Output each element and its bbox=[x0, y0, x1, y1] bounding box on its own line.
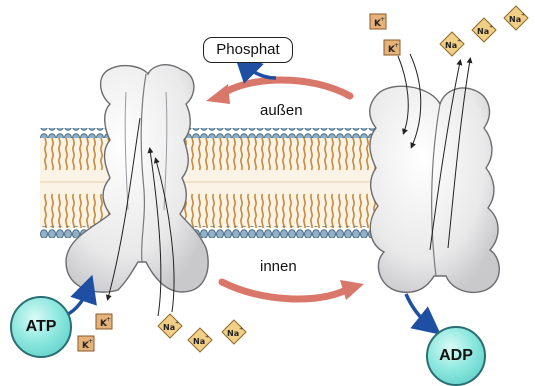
svg-text:+: + bbox=[205, 334, 209, 340]
phosphat-release-arrow bbox=[244, 64, 276, 78]
svg-text:Na: Na bbox=[477, 27, 489, 36]
svg-text:Na: Na bbox=[227, 329, 239, 338]
svg-text:Na: Na bbox=[445, 41, 457, 50]
svg-text:Na: Na bbox=[163, 323, 175, 332]
sodium-ion: Na + bbox=[222, 320, 246, 344]
svg-text:+: + bbox=[489, 24, 493, 30]
adp-molecule: ADP bbox=[426, 326, 486, 386]
inside-label: innen bbox=[260, 258, 297, 275]
flow-arrow-bottom bbox=[222, 280, 364, 300]
svg-text:+: + bbox=[239, 326, 243, 332]
svg-text:Na: Na bbox=[509, 15, 521, 24]
phosphat-label: Phosphat bbox=[203, 37, 293, 63]
sodium-ion: Na + bbox=[440, 32, 464, 56]
flow-arrow-top bbox=[206, 80, 350, 104]
svg-text:+: + bbox=[106, 316, 111, 323]
adp-label: ADP bbox=[439, 347, 473, 364]
pump-to-adp-arrow bbox=[406, 294, 430, 326]
sodium-ion: Na + bbox=[188, 328, 212, 352]
svg-text:Na: Na bbox=[193, 337, 205, 346]
potassium-ion: K + bbox=[384, 40, 400, 55]
svg-text:+: + bbox=[394, 42, 399, 49]
potassium-ion: K + bbox=[96, 314, 112, 329]
svg-text:+: + bbox=[380, 16, 385, 23]
sodium-ion: Na + bbox=[472, 18, 496, 42]
pump-protein-right bbox=[370, 54, 500, 292]
outside-label: außen bbox=[260, 102, 303, 119]
svg-text:+: + bbox=[457, 38, 461, 44]
potassium-ion: K + bbox=[370, 14, 386, 29]
svg-text:+: + bbox=[521, 12, 525, 18]
svg-text:+: + bbox=[175, 320, 179, 326]
svg-text:+: + bbox=[88, 338, 93, 345]
atp-label: ATP bbox=[26, 318, 57, 335]
potassium-ion: K + bbox=[78, 336, 94, 351]
sodium-ion: Na + bbox=[504, 6, 528, 30]
atp-molecule: ATP bbox=[10, 296, 72, 358]
sodium-ion: Na + bbox=[158, 314, 182, 338]
